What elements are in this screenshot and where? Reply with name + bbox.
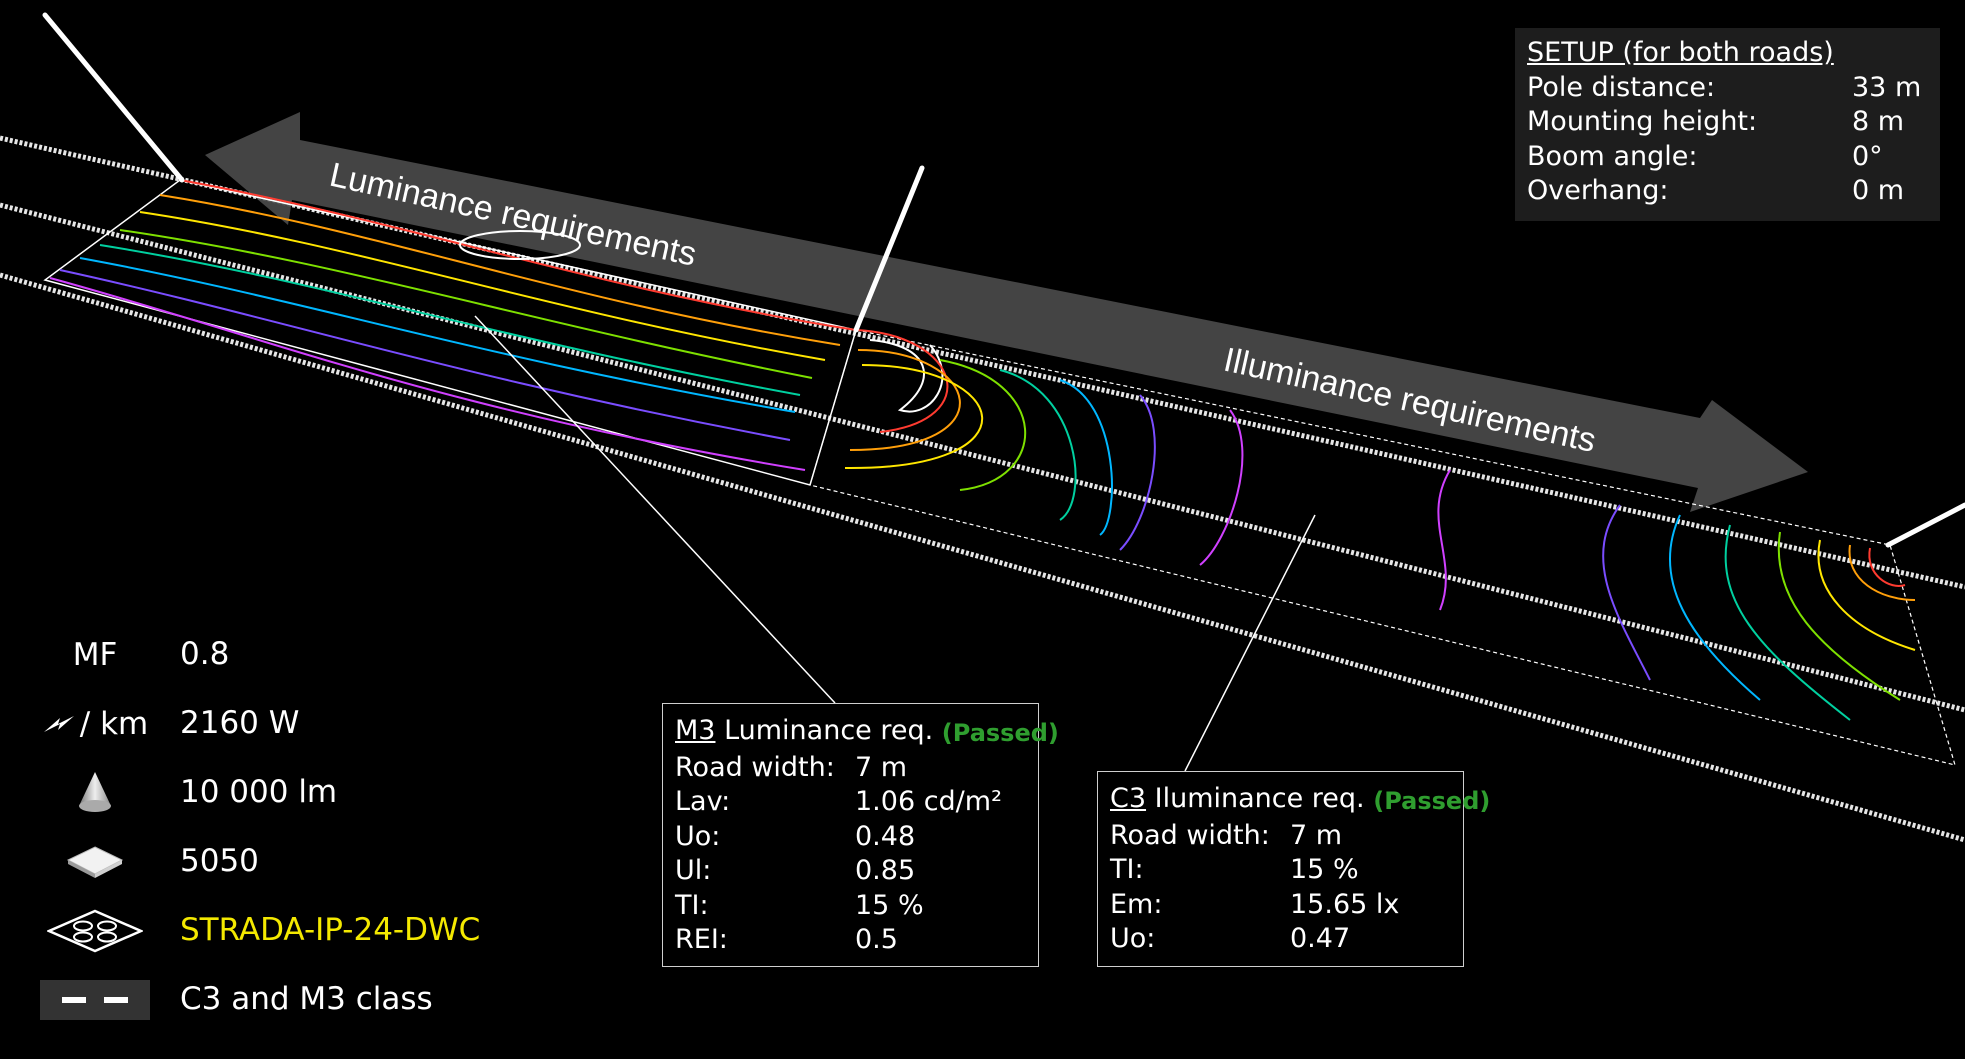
c3-row: Uo: 0.47: [1110, 922, 1451, 957]
m3-label: Lav:: [675, 786, 731, 817]
road-edge-lower: [0, 272, 1965, 843]
m3-label: Ul:: [675, 855, 712, 886]
setup-title: SETUP (for both roads): [1527, 37, 1834, 68]
leader-lines: [474, 315, 1316, 772]
c3-value: 0.47: [1290, 923, 1351, 954]
c3-label: Road width:: [1110, 819, 1270, 851]
legend-icon-text: MF: [72, 637, 118, 673]
setup-value: 0°: [1852, 140, 1883, 172]
c3-value: 7 m: [1290, 819, 1343, 851]
legend-value: C3 and M3 class: [180, 981, 433, 1017]
legend-value: 0.8: [180, 636, 230, 672]
m3-luminance-box: M3 Luminance req. (Passed) Road width: 7…: [662, 703, 1059, 967]
leader-m3: [474, 315, 836, 704]
m3-row: Ul: 0.85: [675, 854, 1026, 889]
setup-row: Pole distance: 33 m: [1527, 71, 1928, 106]
m3-class-code: M3: [675, 715, 716, 746]
m3-label: TI:: [675, 889, 709, 921]
m3-value: 0.85: [855, 855, 916, 886]
power-per-km-icon: / km: [30, 699, 160, 749]
m3-label: REI:: [675, 924, 728, 955]
setup-label: Overhang:: [1527, 175, 1669, 206]
legend-value: 10 000 lm: [180, 774, 338, 810]
setup-row: Mounting height: 8 m: [1527, 105, 1928, 140]
direction-arrow: [205, 112, 1808, 512]
m3-status: (Passed): [941, 719, 1059, 747]
c3-status: (Passed): [1373, 787, 1491, 815]
pole-right: [1885, 502, 1965, 548]
m3-value: 7 m: [855, 751, 908, 783]
setup-value: 8 m: [1852, 106, 1905, 137]
setup-value: 33 m: [1852, 71, 1922, 103]
road-marking-icon: [30, 975, 160, 1025]
c3-illuminance-box: C3 Iluminance req. (Passed) Road width: …: [1097, 771, 1490, 967]
c3-row: TI: 15 %: [1110, 853, 1451, 888]
setup-panel: SETUP (for both roads) Pole distance: 33…: [1515, 28, 1940, 221]
lamp-poles: [42, 12, 1965, 548]
legend-row-maintenance-factor: MF 0.8: [30, 630, 510, 680]
setup-value: 0 m: [1852, 175, 1905, 206]
m3-label: Uo:: [675, 820, 721, 852]
c3-class-code: C3: [1110, 783, 1147, 814]
m3-title: Luminance req.: [715, 715, 942, 746]
setup-row: Overhang: 0 m: [1527, 174, 1928, 209]
m3-row: Lav: 1.06 cd/m²: [675, 785, 1026, 820]
setup-title-row: SETUP (for both roads): [1527, 36, 1928, 71]
maintenance-factor-label: MF: [30, 630, 160, 680]
legend-value: 2160 W: [180, 705, 300, 741]
m3-value: 0.5: [855, 924, 898, 955]
setup-label: Mounting height:: [1527, 106, 1758, 137]
lightning-icon: [43, 716, 74, 732]
illuminance-contours: [844, 329, 1916, 721]
m3-row: Uo: 0.48: [675, 820, 1026, 855]
c3-value: 15 %: [1290, 854, 1359, 885]
m3-row: REI: 0.5: [675, 923, 1026, 958]
c3-label: TI:: [1110, 854, 1144, 885]
luminance-contours: [49, 179, 857, 471]
m3-row: TI: 15 %: [675, 889, 1026, 924]
legend-row-road-class: C3 and M3 class: [30, 975, 510, 1025]
legend-value: STRADA-IP-24-DWC: [180, 912, 481, 948]
c3-value: 15.65 lx: [1290, 888, 1400, 920]
setup-row: Boom angle: 0°: [1527, 140, 1928, 175]
led-chip-icon: [30, 837, 160, 887]
c3-title-row: C3 Iluminance req. (Passed): [1110, 782, 1490, 819]
legend-row-led: 5050: [30, 837, 510, 887]
road-edge-middle: [0, 202, 1965, 713]
legend-row-luminaire: STRADA-IP-24-DWC: [30, 906, 510, 956]
legend-value: 5050: [180, 843, 259, 879]
c3-row: Em: 15.65 lx: [1110, 888, 1451, 923]
m3-label: Road width:: [675, 751, 835, 783]
legend-icon-text: / km: [79, 706, 149, 742]
legend-row-power: / km 2160 W: [30, 699, 510, 749]
luminous-flux-cone-icon: [30, 768, 160, 818]
c3-label: Uo:: [1110, 923, 1156, 954]
m3-title-row: M3 Luminance req. (Passed): [675, 714, 1059, 751]
setup-label: Pole distance:: [1527, 71, 1716, 103]
c3-label: Em:: [1110, 888, 1163, 920]
m3-value: 1.06 cd/m²: [855, 786, 1002, 817]
leader-c3: [1184, 514, 1316, 772]
c3-title: Iluminance req.: [1146, 783, 1374, 814]
setup-label: Boom angle:: [1527, 140, 1698, 172]
m3-row: Road width: 7 m: [675, 751, 1026, 786]
pole-left: [42, 12, 185, 183]
legend-row-flux: 10 000 lm: [30, 768, 510, 818]
m3-value: 0.48: [855, 820, 916, 852]
luminaire-icon: [30, 906, 160, 956]
pole-middle: [853, 165, 925, 333]
c3-row: Road width: 7 m: [1110, 819, 1451, 854]
m3-value: 15 %: [855, 889, 924, 921]
